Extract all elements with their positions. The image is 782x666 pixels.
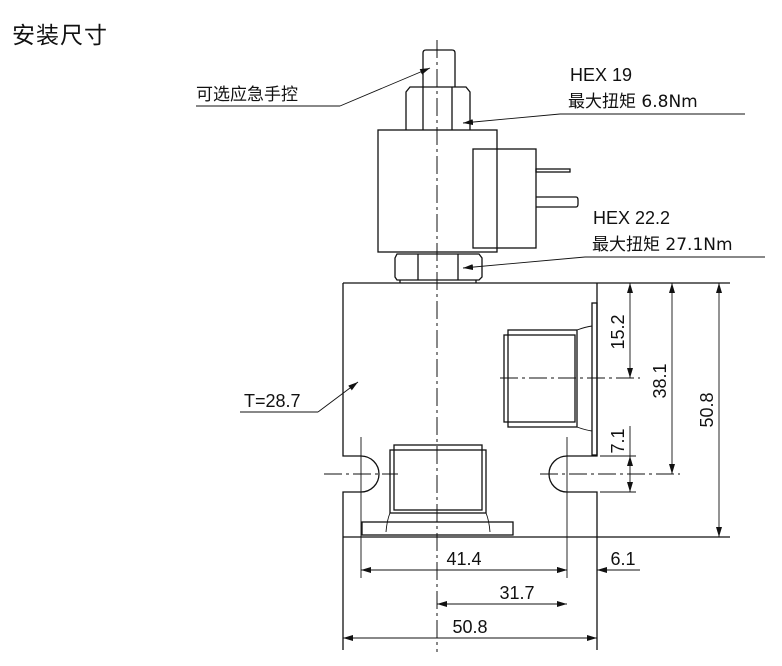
dim-50-8-horizontal: 50.8 bbox=[452, 617, 487, 637]
manual-override-stem bbox=[422, 49, 456, 87]
hex22-label: HEX 22.2 bbox=[593, 208, 670, 228]
coil-body bbox=[377, 129, 498, 253]
hex19-nut bbox=[405, 86, 471, 130]
electrical-connector bbox=[472, 148, 579, 249]
dim-7-1: 7.1 bbox=[608, 428, 628, 453]
bottom-port bbox=[361, 444, 514, 536]
manifold-body bbox=[324, 282, 730, 650]
dim-31-7: 31.7 bbox=[499, 583, 534, 603]
dim-41-4: 41.4 bbox=[446, 549, 481, 569]
hex22-nut bbox=[394, 253, 483, 283]
dim-6-1: 6.1 bbox=[610, 549, 635, 569]
torque-27-1-label: 最大扭矩 27.1Nm bbox=[592, 235, 733, 255]
callout-hex19: HEX 19 最大扭矩 6.8Nm bbox=[462, 65, 745, 126]
callout-thickness: T=28.7 bbox=[240, 381, 359, 413]
hex19-label: HEX 19 bbox=[570, 65, 632, 85]
callout-manual-override: 可选应急手控 bbox=[196, 67, 431, 107]
callout-hex22: HEX 22.2 最大扭矩 27.1Nm bbox=[462, 208, 765, 271]
torque-6-8-label: 最大扭矩 6.8Nm bbox=[568, 92, 698, 112]
manual-override-label: 可选应急手控 bbox=[196, 85, 298, 105]
dim-38-1: 38.1 bbox=[650, 363, 670, 398]
horizontal-dimensions: 41.4 6.1 31.7 50.8 bbox=[343, 549, 640, 641]
side-port bbox=[500, 302, 640, 456]
thickness-label: T=28.7 bbox=[244, 391, 301, 411]
vertical-dimensions: 15.2 38.1 50.8 7.1 bbox=[600, 283, 722, 537]
dim-15-2: 15.2 bbox=[608, 314, 628, 349]
page-title: 安装尺寸 bbox=[12, 23, 108, 49]
dim-50-8-vertical: 50.8 bbox=[697, 392, 717, 427]
